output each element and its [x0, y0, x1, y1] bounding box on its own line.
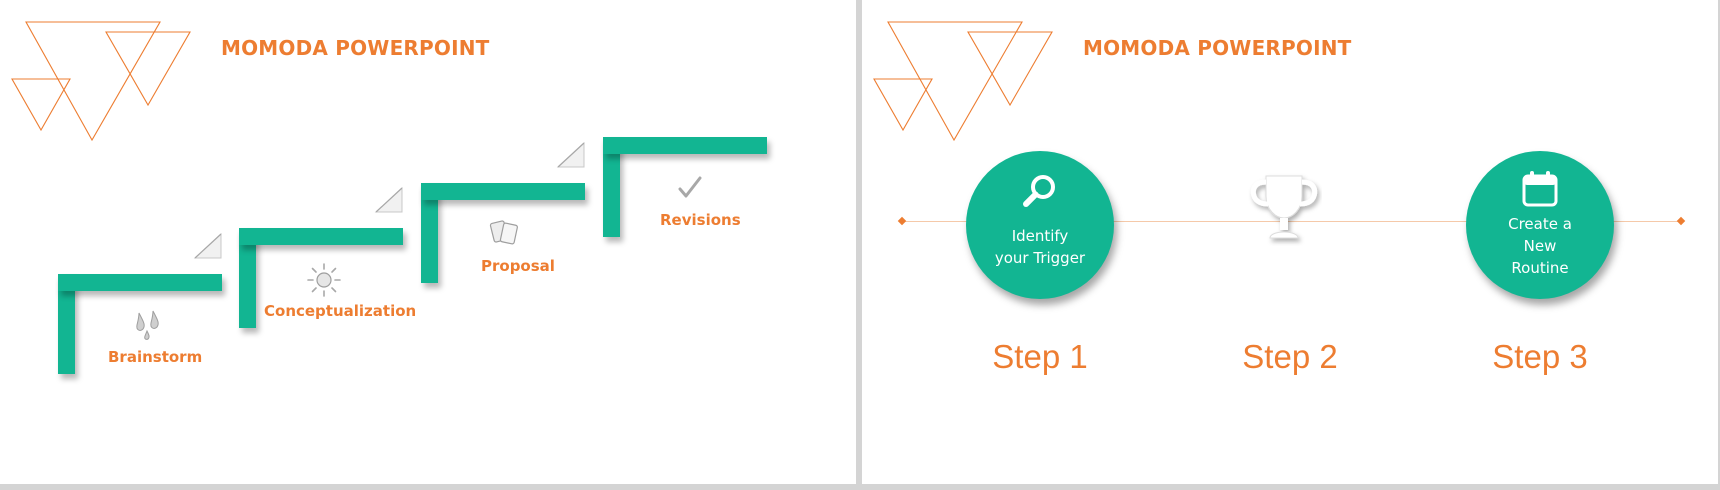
raindrops-icon	[136, 310, 159, 340]
trophy-icon	[1250, 175, 1318, 239]
stair-step-2[interactable]	[239, 228, 409, 328]
slide-title: MOMODA POWERPOINT	[1083, 36, 1352, 60]
page-corner-icon	[193, 232, 222, 259]
triangles-decoration-icon	[11, 21, 191, 142]
magnifier-icon	[1023, 175, 1055, 207]
slide-staircase[interactable]: MOMODA POWERPOINT Brainstorm	[0, 0, 856, 484]
slide-steps[interactable]: MOMODA POWERPOINT Identify your Trigger …	[862, 0, 1718, 484]
step-2-label: Step 2	[1242, 338, 1338, 375]
step-1-label: Step 1	[992, 338, 1088, 375]
stair-tread	[239, 228, 403, 245]
timeline-end-marker	[1676, 216, 1686, 226]
stair-label-2: Conceptualization	[264, 302, 417, 320]
slide-title: MOMODA POWERPOINT	[221, 36, 490, 60]
stair-label-1: Brainstorm	[108, 348, 203, 366]
timeline-line	[901, 221, 1681, 222]
triangles-decoration-icon	[873, 21, 1053, 142]
sun-icon	[307, 263, 341, 297]
stair-label-4: Revisions	[660, 211, 741, 229]
stair-step-3[interactable]	[421, 183, 591, 283]
stair-tread	[603, 137, 767, 154]
stair-riser	[239, 228, 256, 328]
page-corner-icon	[556, 141, 585, 168]
checkmark-icon	[678, 176, 702, 198]
stair-tread	[421, 183, 585, 200]
stair-label-3: Proposal	[481, 257, 555, 275]
step-1-circle-text: Identify your Trigger	[994, 227, 1086, 267]
step-3-label: Step 3	[1492, 338, 1588, 375]
stair-step-1[interactable]	[58, 274, 228, 374]
timeline-start-marker	[897, 216, 907, 226]
stair-riser	[603, 137, 620, 237]
stair-step-4[interactable]	[603, 137, 773, 237]
step-1-circle[interactable]: Identify your Trigger	[966, 151, 1114, 299]
cards-icon	[489, 220, 518, 245]
calendar-icon	[1522, 171, 1558, 207]
step-3-circle[interactable]: Create a New Routine	[1466, 151, 1614, 299]
step-3-circle-text: Create a New Routine	[1508, 215, 1572, 277]
stair-riser	[421, 183, 438, 283]
page-corner-icon	[374, 186, 403, 213]
stair-tread	[58, 274, 222, 291]
stair-riser	[58, 274, 75, 374]
